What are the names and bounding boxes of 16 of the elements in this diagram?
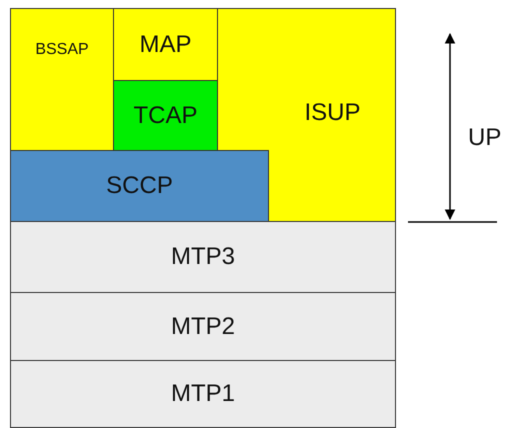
protocol-layer-box [10, 8, 114, 151]
protocol-layer-box [113, 80, 218, 151]
protocol-layer-box [113, 8, 218, 81]
protocol-layer-box [10, 150, 269, 222]
layer-label: SCCP [106, 172, 173, 200]
protocol-layer-box [10, 221, 396, 293]
layer-label: MTP1 [170, 380, 235, 408]
protocol-layer-box [10, 292, 396, 361]
layer-label: MAP [139, 30, 192, 58]
layer-label: MTP3 [170, 243, 235, 271]
layer-range-label: UP [468, 124, 502, 152]
layer-label: MTP2 [170, 312, 235, 340]
layer-label: TCAP [133, 102, 198, 130]
layer-label: BSSAP [35, 41, 89, 59]
layer-label: ISUP [304, 99, 360, 127]
protocol-layer-box [10, 360, 396, 428]
